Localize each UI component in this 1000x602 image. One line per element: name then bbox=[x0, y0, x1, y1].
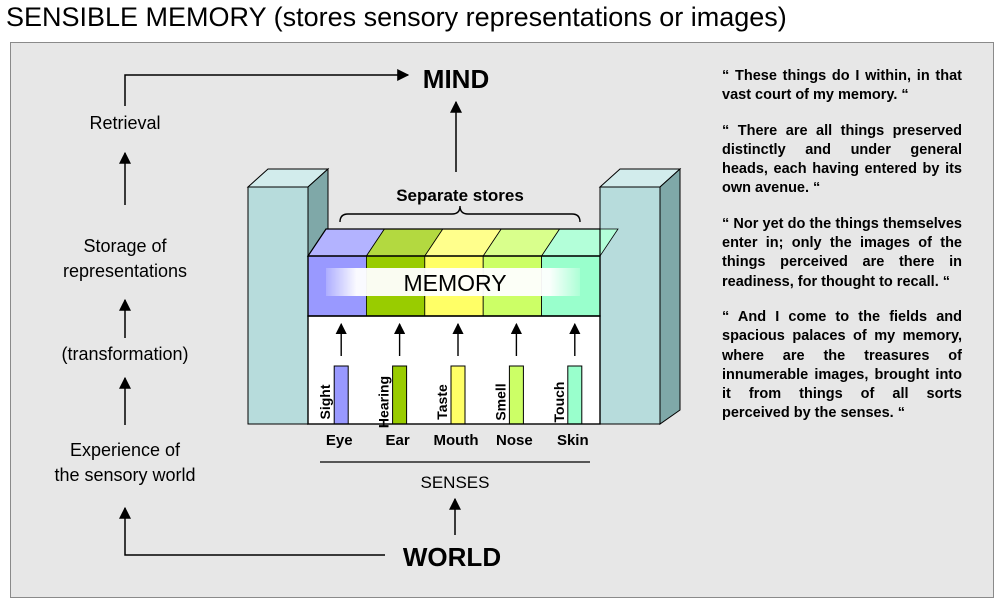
quote-1: “ These things do I within, in that vast… bbox=[722, 68, 962, 104]
right-pillar bbox=[598, 167, 682, 425]
organ-label-eye: Eye bbox=[326, 432, 353, 449]
sense-column-smell bbox=[508, 365, 524, 425]
stores-top-outline bbox=[306, 228, 601, 257]
world-label: WORLD bbox=[403, 542, 501, 572]
arrow-world-to-experience bbox=[119, 506, 385, 556]
sense-column-sight bbox=[333, 365, 349, 425]
quote-3: “ Nor yet do the things themselves enter… bbox=[722, 215, 962, 290]
organ-label-mouth: Mouth bbox=[434, 432, 479, 449]
organ-label-ear: Ear bbox=[386, 432, 410, 449]
retrieval-label: Retrieval bbox=[89, 113, 160, 133]
experience-label-line1: Experience of bbox=[70, 440, 181, 460]
storage-label-line2: representations bbox=[63, 261, 187, 281]
sense-label-smell: Smell bbox=[492, 383, 508, 420]
separate-stores-brace bbox=[339, 205, 581, 223]
sense-column-touch bbox=[567, 365, 583, 425]
experience-label-line2: the sensory world bbox=[54, 465, 195, 485]
sense-label-hearing: Hearing bbox=[376, 376, 392, 428]
mind-label: MIND bbox=[423, 64, 489, 94]
organ-label-nose: Nose bbox=[496, 432, 533, 449]
senses-label: SENSES bbox=[421, 473, 490, 492]
sense-column-hearing bbox=[392, 365, 408, 425]
separate-stores-label: Separate stores bbox=[396, 186, 524, 205]
organ-label-skin: Skin bbox=[557, 432, 589, 449]
sense-column-taste bbox=[450, 365, 466, 425]
sense-label-touch: Touch bbox=[551, 382, 567, 423]
memory-label-band bbox=[326, 268, 580, 296]
page-title: SENSIBLE MEMORY (stores sensory represen… bbox=[6, 2, 787, 32]
storage-label-line1: Storage of bbox=[83, 236, 167, 256]
quote-4: “ And I come to the fields and spacious … bbox=[722, 308, 962, 422]
transformation-label: (transformation) bbox=[61, 344, 188, 364]
sense-label-taste: Taste bbox=[434, 384, 450, 420]
augustine-quotes: “ These things do I within, in that vast… bbox=[722, 67, 962, 440]
sense-label-sight: Sight bbox=[317, 384, 333, 419]
quote-2: “ There are all things preserved distinc… bbox=[722, 122, 962, 197]
memory-label: MEMORY bbox=[403, 270, 506, 296]
senses-section-outline bbox=[307, 315, 601, 425]
arrow-retrieval-to-mind bbox=[124, 69, 410, 106]
